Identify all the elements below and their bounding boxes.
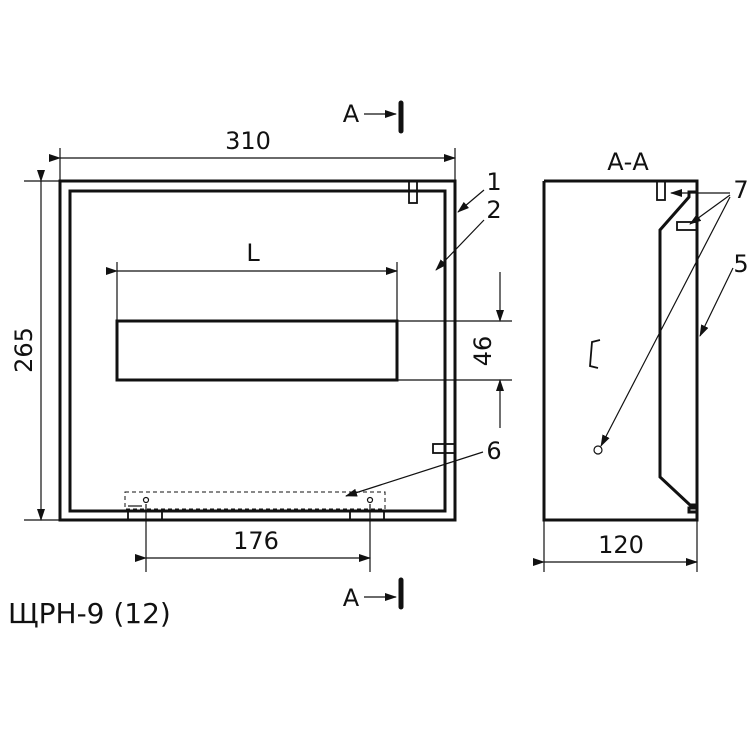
- mounting-rail-dashed: [124, 491, 386, 510]
- callout-5: 5: [699, 250, 749, 337]
- door-profile: [658, 190, 697, 507]
- model-designation: ЩРН-9 (12): [8, 597, 171, 630]
- callout-number: 2: [486, 196, 501, 224]
- section-view: [542, 179, 699, 522]
- callout-number: 1: [486, 168, 501, 196]
- mount-spacing-label: 176: [233, 527, 279, 555]
- dimension-window-height: 46: [397, 272, 512, 428]
- section-body-outline: [542, 179, 699, 522]
- leader-line: [435, 219, 485, 271]
- door-outline: [68, 189, 447, 513]
- mount-screw: [593, 445, 603, 455]
- leader-line-screw: [600, 196, 731, 447]
- dimension-rail-length: L: [106, 239, 398, 321]
- callout-number: 6: [486, 437, 501, 465]
- section-hinge: [656, 180, 666, 201]
- section-title: А-А: [607, 148, 649, 176]
- dimension-width: 310: [49, 127, 456, 181]
- callout-number: 7: [733, 176, 748, 204]
- front-view: [58, 179, 457, 522]
- callout-number: 5: [733, 250, 748, 278]
- leader-line-latch: [689, 194, 731, 225]
- callout-6: 6: [345, 437, 502, 497]
- dimension-height: 265: [10, 170, 60, 521]
- leader-line: [345, 451, 484, 497]
- callout-2: 2: [435, 196, 502, 271]
- depth-label: 120: [598, 531, 644, 559]
- height-label: 265: [10, 327, 38, 373]
- leader-line: [699, 267, 734, 337]
- section-marker-top: А: [343, 100, 404, 134]
- din-rail-bracket: [589, 339, 601, 369]
- foot-left: [127, 510, 163, 521]
- callout-7: 7: [600, 176, 749, 447]
- enclosure-body-outline: [58, 179, 457, 522]
- section-latch: [676, 221, 698, 231]
- foot-right: [349, 510, 385, 521]
- leader-line: [457, 189, 485, 213]
- rail-length-label: L: [246, 239, 260, 267]
- callout-1: 1: [457, 168, 502, 213]
- width-label: 310: [225, 127, 271, 155]
- section-letter: А: [343, 100, 360, 128]
- section-marker-bottom: А: [343, 577, 404, 612]
- mount-hole-right: [366, 496, 374, 504]
- dimension-mount-spacing: 176: [135, 504, 371, 572]
- top-hinge: [408, 180, 418, 204]
- dimension-depth: 120: [533, 520, 698, 572]
- section-letter: А: [343, 584, 360, 612]
- breaker-window: [115, 319, 399, 382]
- door-latch: [432, 443, 456, 454]
- mount-hole-left: [142, 496, 150, 504]
- window-height-label: 46: [469, 336, 497, 367]
